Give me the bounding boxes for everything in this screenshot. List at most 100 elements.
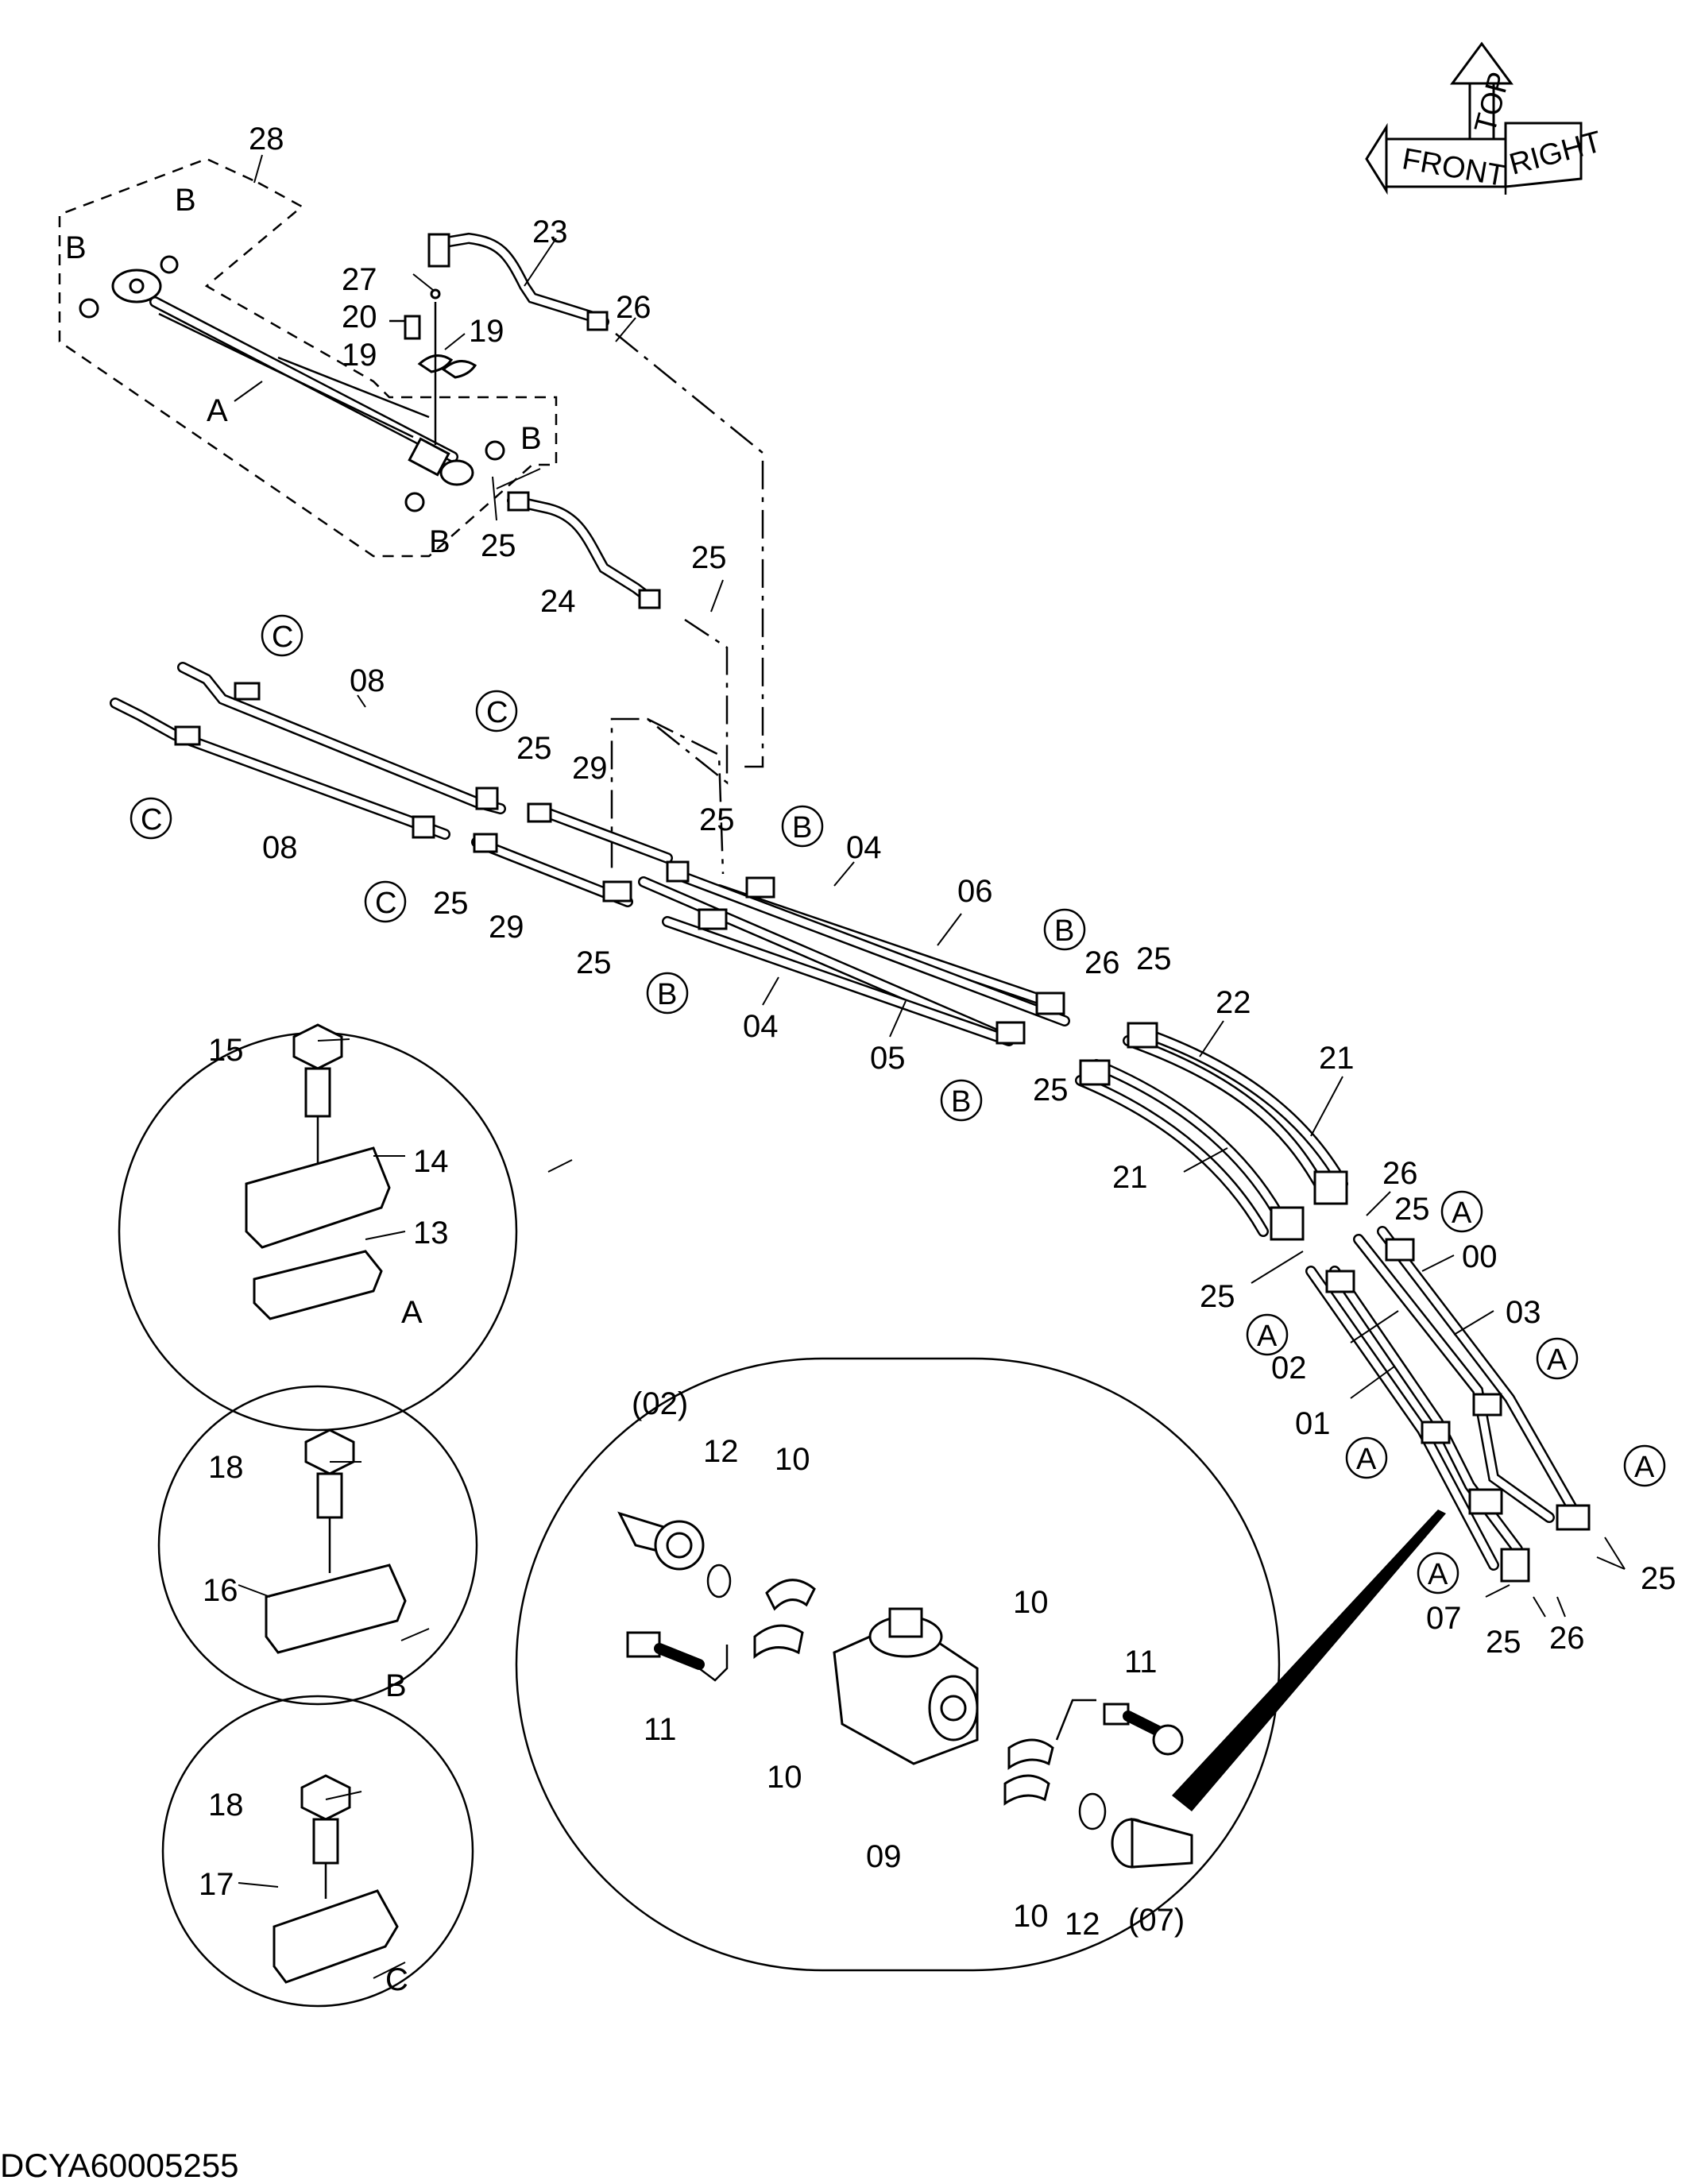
- callout-01: 01: [1295, 1406, 1331, 1441]
- ref-b-left: B: [657, 978, 677, 1011]
- detail-B: [157, 1385, 478, 1706]
- pipes-04-05-06: [638, 860, 1070, 1046]
- detail-valve-ref02: (02): [632, 1386, 688, 1421]
- callout-cyl-B2: B: [65, 230, 87, 265]
- callout-08-bot: 08: [262, 830, 298, 865]
- callout-29-top: 29: [572, 751, 608, 786]
- callout-cyl-B4: B: [429, 524, 450, 559]
- ref-a-r3: A: [1547, 1343, 1568, 1377]
- detail-valve-bolt-right: 11: [1124, 1645, 1158, 1680]
- detail-valve-ref07: (07): [1128, 1903, 1185, 1938]
- pipe-23: [427, 232, 609, 331]
- detail-labels: 15 14 13 A 18 16 B 18 17 C (02) 12 10 11…: [199, 1033, 1185, 1997]
- callout-07: 07: [1426, 1601, 1462, 1636]
- detail-a-lower-clamp: 13: [413, 1216, 449, 1250]
- hoses-21-22: [1075, 1022, 1348, 1241]
- detail-c-bolt: 18: [208, 1788, 244, 1823]
- callout-25-bot2: 25: [1641, 1561, 1676, 1596]
- callout-02: 02: [1271, 1351, 1307, 1386]
- ref-a-r6: A: [1428, 1558, 1448, 1591]
- callout-25-right1: 25: [1394, 1192, 1430, 1227]
- callout-21-bot: 21: [1112, 1160, 1148, 1195]
- callout-26-top: 26: [616, 290, 651, 325]
- callout-24: 24: [540, 584, 576, 619]
- detail-A: [118, 1023, 518, 1432]
- detail-b-clamp: 16: [203, 1573, 238, 1608]
- pipes-00-03: [1305, 1226, 1591, 1583]
- callout-05: 05: [870, 1041, 906, 1076]
- callout-23: 23: [532, 215, 568, 249]
- callout-25-mid3: 25: [1136, 941, 1172, 976]
- callout-25-cyl: 25: [481, 528, 516, 563]
- detail-valve-flange-left: 10: [767, 1760, 802, 1795]
- detail-valve: [515, 1357, 1281, 1972]
- detail-a-bolt: 15: [208, 1033, 244, 1068]
- callout-19a: 19: [342, 338, 377, 373]
- callout-00: 00: [1462, 1239, 1498, 1274]
- ref-c-bot: C: [375, 887, 396, 920]
- detail-valve-bolt-left: 11: [644, 1712, 677, 1747]
- callout-25-mid4: 25: [1033, 1073, 1069, 1107]
- detail-b-caption: B: [385, 1668, 407, 1703]
- ref-c-left: C: [141, 803, 162, 837]
- callout-25-c1: 25: [516, 731, 552, 766]
- callout-25-right2: 25: [1200, 1279, 1235, 1314]
- callout-26-right: 26: [1382, 1156, 1418, 1191]
- callout-04-bot: 04: [743, 1009, 779, 1044]
- callout-26-mid: 26: [1084, 945, 1120, 980]
- detail-leader-wedge: [1172, 1509, 1446, 1811]
- pipes-29: [471, 802, 673, 907]
- callout-27: 27: [342, 262, 377, 297]
- ref-a-r1: A: [1452, 1196, 1472, 1230]
- leader-lines: [234, 154, 1626, 1979]
- callout-04-top: 04: [846, 830, 882, 865]
- callout-20: 20: [342, 300, 377, 334]
- cylinder-assembly: [58, 157, 558, 558]
- orientation-symbol: FRONT TOP RIGHT: [1365, 41, 1605, 195]
- detail-a-upper-clamp: 14: [413, 1144, 449, 1179]
- callout-cyl-A: A: [207, 393, 228, 428]
- ref-a-r4: A: [1356, 1443, 1377, 1476]
- callout-28: 28: [249, 122, 284, 157]
- ref-b-mid: B: [1054, 914, 1074, 948]
- connection-chain-lines: [610, 333, 764, 875]
- detail-c-clamp: 17: [199, 1867, 234, 1902]
- circled-refs: C C C C B B B B A A A A A A: [130, 614, 1666, 1595]
- ref-c-top2: C: [486, 696, 508, 729]
- ref-a-r2: A: [1257, 1320, 1278, 1353]
- detail-valve-flange-right-bot: 10: [1013, 1899, 1049, 1934]
- detail-b-bolt: 18: [208, 1450, 244, 1485]
- callouts: 28 23 27 20 19 19 26 24 25 25 A B B B B …: [65, 122, 1676, 1660]
- callout-25-pipe24: 25: [691, 540, 727, 575]
- callout-25-c2: 25: [433, 886, 469, 921]
- ref-c-top1: C: [272, 620, 293, 654]
- callout-21-top: 21: [1319, 1041, 1355, 1076]
- detail-valve-flange-top: 10: [775, 1442, 810, 1477]
- callout-25-bot1: 25: [1486, 1625, 1521, 1660]
- callout-26-bot: 26: [1549, 1621, 1585, 1656]
- ref-b-bot: B: [951, 1085, 971, 1119]
- callout-22: 22: [1216, 985, 1251, 1020]
- detail-C: [161, 1695, 474, 2008]
- pipe-24: [507, 491, 661, 609]
- callout-08-top: 08: [350, 663, 385, 698]
- callout-25-mid2: 25: [576, 945, 612, 980]
- detail-valve-flange-right-top: 10: [1013, 1585, 1049, 1620]
- ref-a-r5: A: [1634, 1451, 1655, 1484]
- callout-03: 03: [1506, 1295, 1541, 1330]
- callout-25-mid1: 25: [699, 802, 735, 837]
- pipe-clamp-set: [389, 288, 477, 445]
- callout-06: 06: [957, 874, 993, 909]
- detail-valve-oring-bot: 12: [1065, 1907, 1100, 1942]
- ref-b-top: B: [792, 811, 812, 845]
- detail-a-caption: A: [401, 1295, 423, 1330]
- detail-valve-oring-top: 12: [703, 1434, 739, 1469]
- callout-19b: 19: [469, 314, 505, 349]
- drawing-code: DCYA60005255: [0, 2147, 238, 2184]
- callout-29-bot: 29: [489, 910, 524, 945]
- detail-c-caption: C: [385, 1962, 408, 1997]
- pipes-08: [110, 662, 506, 840]
- callout-cyl-B1: B: [175, 183, 196, 218]
- detail-valve-body: 09: [866, 1839, 902, 1874]
